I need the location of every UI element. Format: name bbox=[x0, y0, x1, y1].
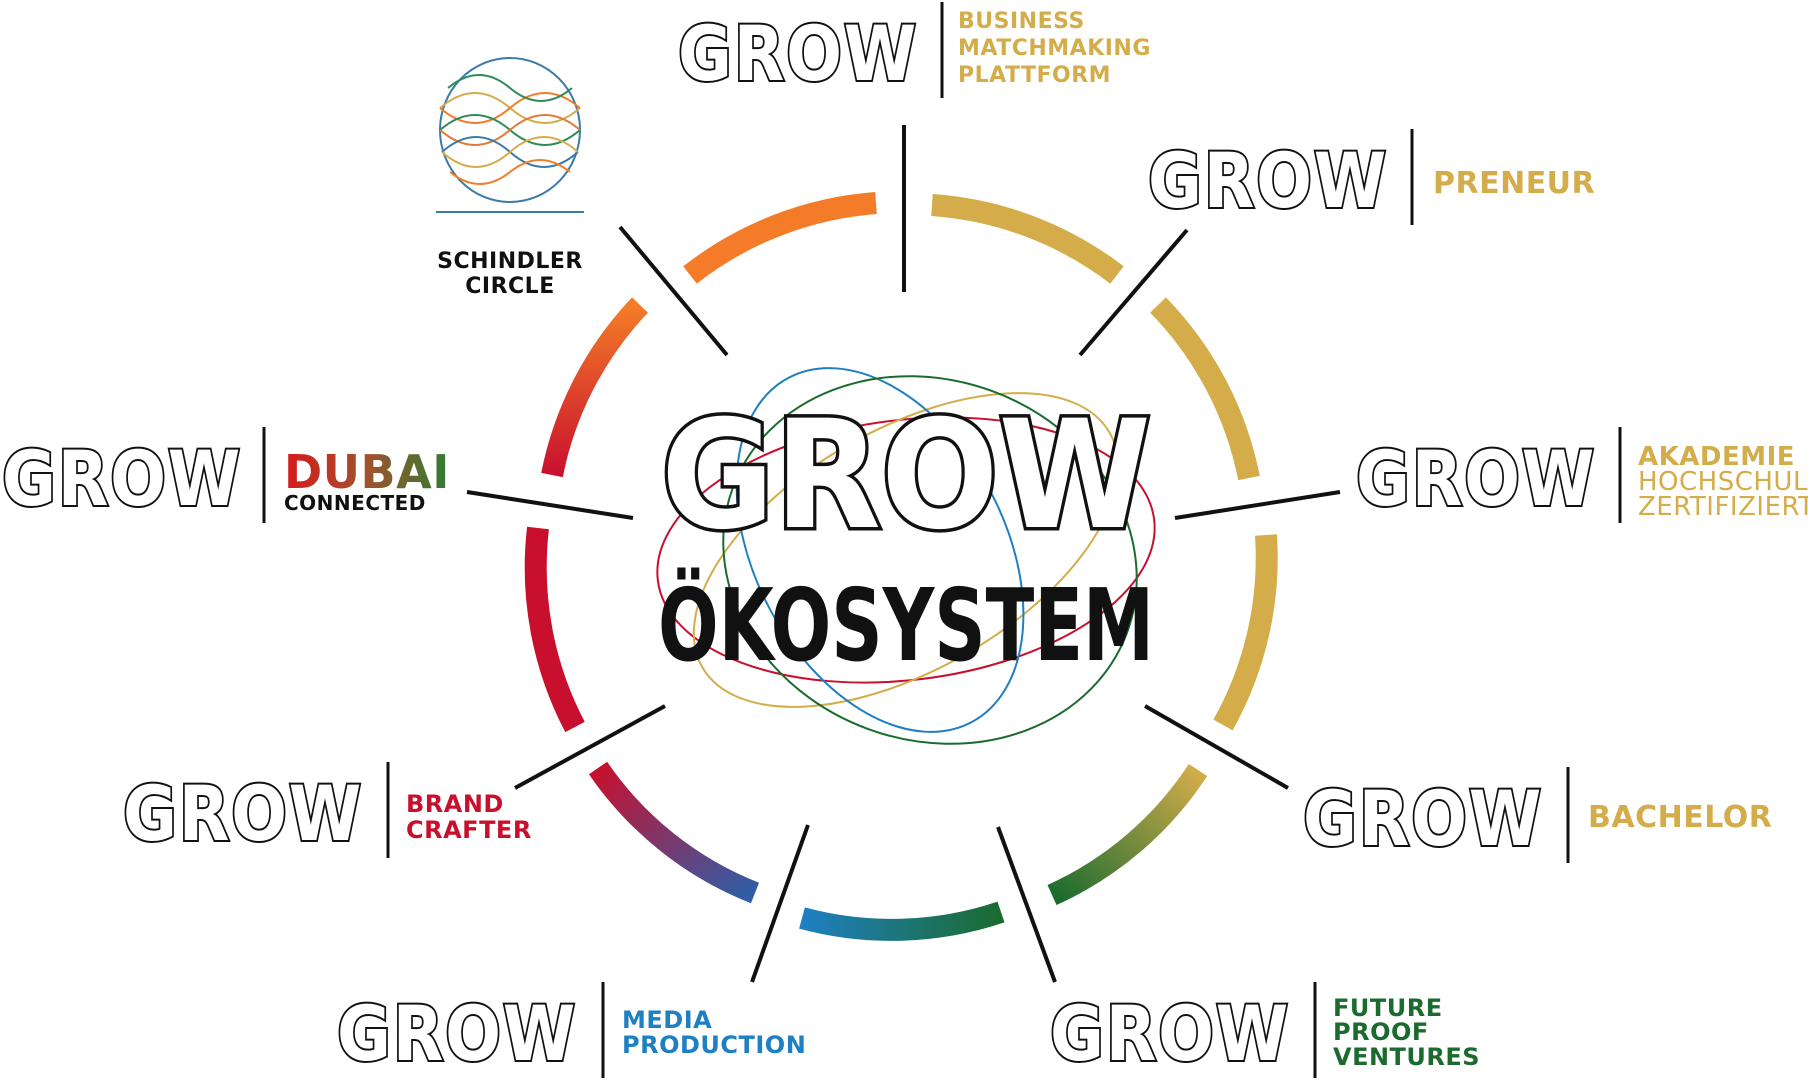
node-akademie-line-1: AKADEMIE bbox=[1638, 442, 1795, 472]
center-logo: GROW ÖKOSYSTEM bbox=[658, 386, 1155, 685]
ring-segment-right bbox=[1213, 534, 1278, 731]
center-subtitle: ÖKOSYSTEM bbox=[658, 567, 1154, 684]
node-bachelor-brand: GROW bbox=[1303, 774, 1543, 863]
node-preneur-line-1: PRENEUR bbox=[1433, 166, 1595, 201]
center-title: GROW bbox=[661, 389, 1151, 563]
orbit-blue bbox=[735, 367, 1025, 733]
node-dubai-brand: GROW bbox=[2, 434, 242, 523]
spoke-lower-right bbox=[1144, 704, 1289, 790]
schindler-globe-icon bbox=[436, 57, 584, 213]
schindler-line1: SCHINDLER bbox=[437, 249, 583, 274]
node-media-line-1: MEDIA bbox=[622, 1006, 712, 1034]
node-business-brand: GROW bbox=[678, 9, 918, 98]
ring bbox=[524, 192, 1278, 941]
orbit-red bbox=[656, 416, 1156, 684]
schindler-line2: CIRCLE bbox=[465, 274, 554, 299]
node-business-line-2: MATCHMAKING bbox=[958, 36, 1151, 61]
node-future-line-2: PROOF bbox=[1333, 1018, 1429, 1046]
ring-segment-left-lower bbox=[588, 761, 760, 904]
ring-segment-top-right bbox=[931, 194, 1124, 284]
orbit-green bbox=[722, 375, 1138, 745]
spoke-left bbox=[466, 490, 634, 520]
ring-segment-right-upper bbox=[1150, 297, 1260, 481]
spoke-bottom-left bbox=[750, 824, 810, 983]
spoke-lower-left bbox=[514, 704, 666, 790]
spoke-right bbox=[1174, 490, 1341, 520]
ring-segment-left-upper bbox=[541, 297, 649, 478]
node-brand-line-1: BRAND bbox=[406, 790, 504, 818]
node-dubai-line-2: CONNECTED bbox=[284, 491, 426, 515]
node-future-brand: GROW bbox=[1050, 989, 1290, 1078]
orbit-gold bbox=[692, 392, 1120, 708]
spoke-top-left bbox=[618, 225, 729, 357]
node-media-line-2: PRODUCTION bbox=[622, 1031, 806, 1059]
spokes bbox=[466, 125, 1341, 983]
node-business-line-3: PLATTFORM bbox=[958, 63, 1111, 88]
ring-segment-right-lower bbox=[1047, 763, 1208, 906]
node-preneur: GROW PRENEUR bbox=[1146, 129, 1595, 227]
node-business-line-1: BUSINESS bbox=[958, 9, 1085, 34]
ring-segment-top-left bbox=[683, 192, 877, 284]
ring-segment-left bbox=[524, 526, 585, 733]
node-bachelor-line-1: BACHELOR bbox=[1588, 800, 1772, 835]
node-dubai-line-1: DUBAI bbox=[284, 445, 450, 499]
node-akademie-line-2: HOCHSCHUL bbox=[1638, 467, 1808, 497]
node-akademie-brand: GROW bbox=[1356, 434, 1596, 523]
node-future-line-3: VENTURES bbox=[1333, 1043, 1480, 1071]
node-media-brand: GROW bbox=[337, 989, 577, 1078]
node-akademie-line-3: ZERTIFIZIERT bbox=[1638, 492, 1808, 522]
node-brand-line-2: CRAFTER bbox=[406, 816, 532, 844]
spoke-bottom-right bbox=[996, 826, 1057, 983]
node-preneur-brand: GROW bbox=[1148, 136, 1388, 225]
ring-segment-bottom bbox=[799, 901, 1005, 941]
node-brand-brand: GROW bbox=[123, 769, 363, 858]
spoke-top-right bbox=[1078, 228, 1189, 357]
schindler-circle-logo: SCHINDLER CIRCLE bbox=[436, 57, 584, 299]
node-bachelor: GROW BACHELOR bbox=[1301, 767, 1772, 865]
orbit-rings bbox=[656, 367, 1156, 745]
node-future-line-1: FUTURE bbox=[1333, 994, 1443, 1022]
